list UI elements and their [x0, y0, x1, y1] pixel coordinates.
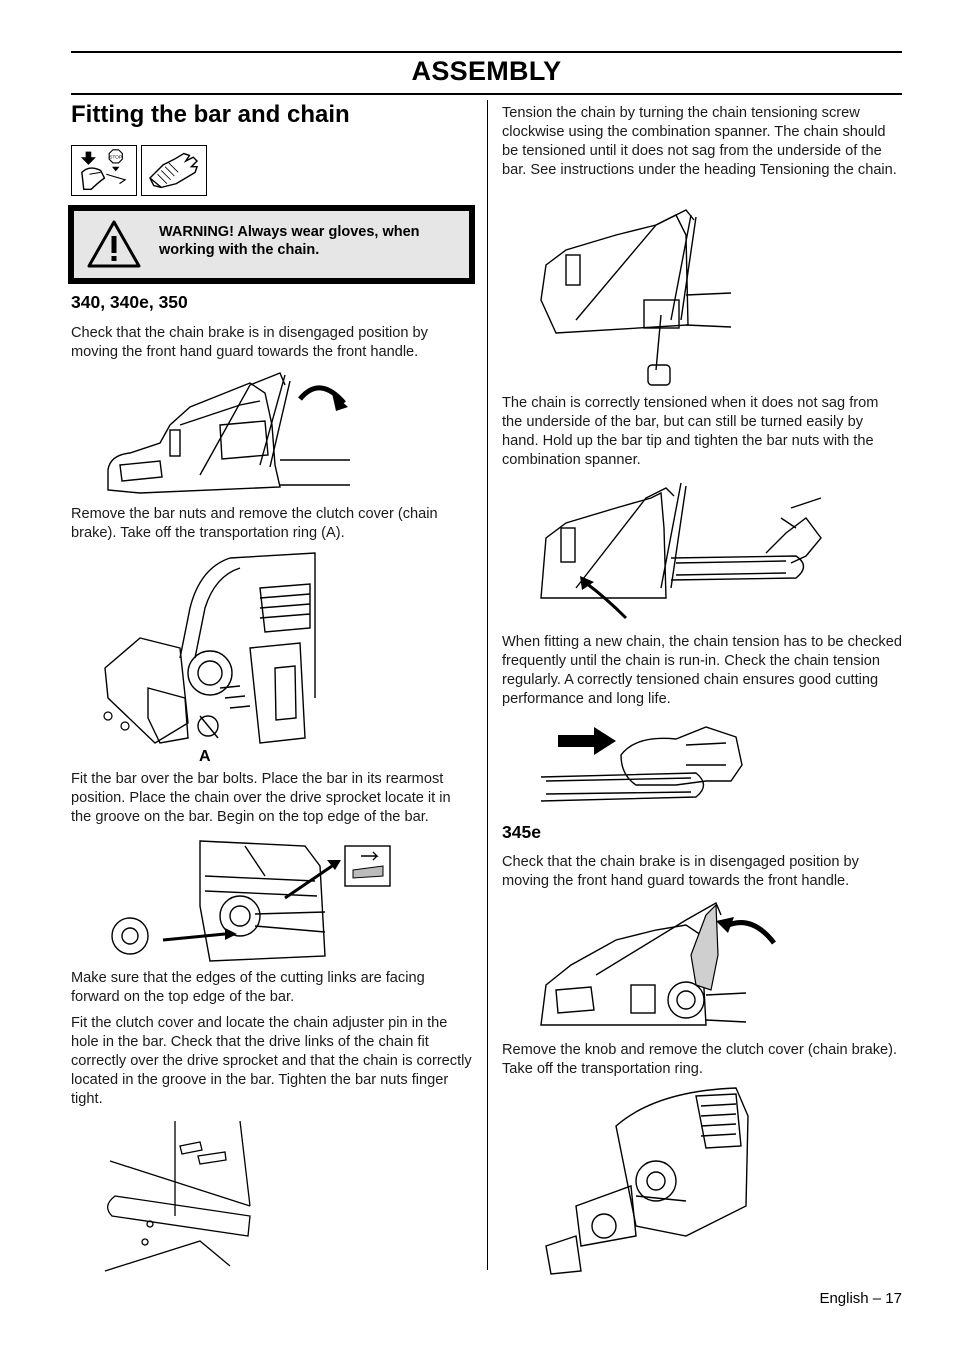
paragraph-check-brake-345e: Check that the chain brake is in disenga… [502, 854, 859, 889]
warning-triangle-icon [87, 220, 141, 268]
page-number: English – 17 [819, 1290, 902, 1307]
paragraph-remove-nuts: Remove the bar nuts and remove the clutc… [71, 506, 438, 541]
svg-text:STOP: STOP [109, 155, 122, 160]
clutch-cover-removal-illustration [100, 548, 325, 770]
chain-brake-stop-icon: STOP [71, 145, 137, 196]
chainsaw-brake-345e-illustration [536, 895, 776, 1035]
bar-chain-fitting-illustration [105, 836, 393, 964]
model-subtitle-340-350: 340, 340e, 350 [71, 292, 188, 312]
paragraph-tension-chain: Tension the chain by turning the chain t… [502, 105, 897, 178]
column-divider [487, 100, 488, 1270]
paragraph-new-chain: When fitting a new chain, the chain tens… [502, 634, 902, 707]
section-title: ASSEMBLY [411, 56, 562, 86]
warning-box: WARNING! Always wear gloves, when workin… [68, 205, 475, 284]
paragraph-cutting-links: Make sure that the edges of the cutting … [71, 970, 425, 1005]
bar-tip-hold-illustration [536, 478, 826, 623]
model-subtitle-345e: 345e [502, 822, 541, 842]
figure-label-a: A [199, 748, 211, 765]
paragraph-fit-bar: Fit the bar over the bar bolts. Place th… [71, 771, 451, 825]
paragraph-correctly-tensioned: The chain is correctly tensioned when it… [502, 395, 879, 468]
paragraph-check-brake: Check that the chain brake is in disenga… [71, 325, 428, 360]
header-rule-bottom [71, 93, 902, 95]
protective-glove-icon [141, 145, 207, 196]
page-title: Fitting the bar and chain [71, 101, 350, 128]
tensioning-screw-illustration [536, 205, 731, 388]
paragraph-remove-knob: Remove the knob and remove the clutch co… [502, 1042, 898, 1077]
warning-text: WARNING! Always wear gloves, when workin… [159, 224, 420, 258]
chain-adjuster-pin-illustration [100, 1116, 260, 1278]
chainsaw-brake-illustration [100, 365, 350, 500]
paragraph-fit-clutch-cover: Fit the clutch cover and locate the chai… [71, 1015, 472, 1107]
header-rule-top [71, 51, 902, 53]
chain-tension-check-illustration [536, 715, 746, 815]
clutch-cover-345e-illustration [536, 1086, 756, 1276]
